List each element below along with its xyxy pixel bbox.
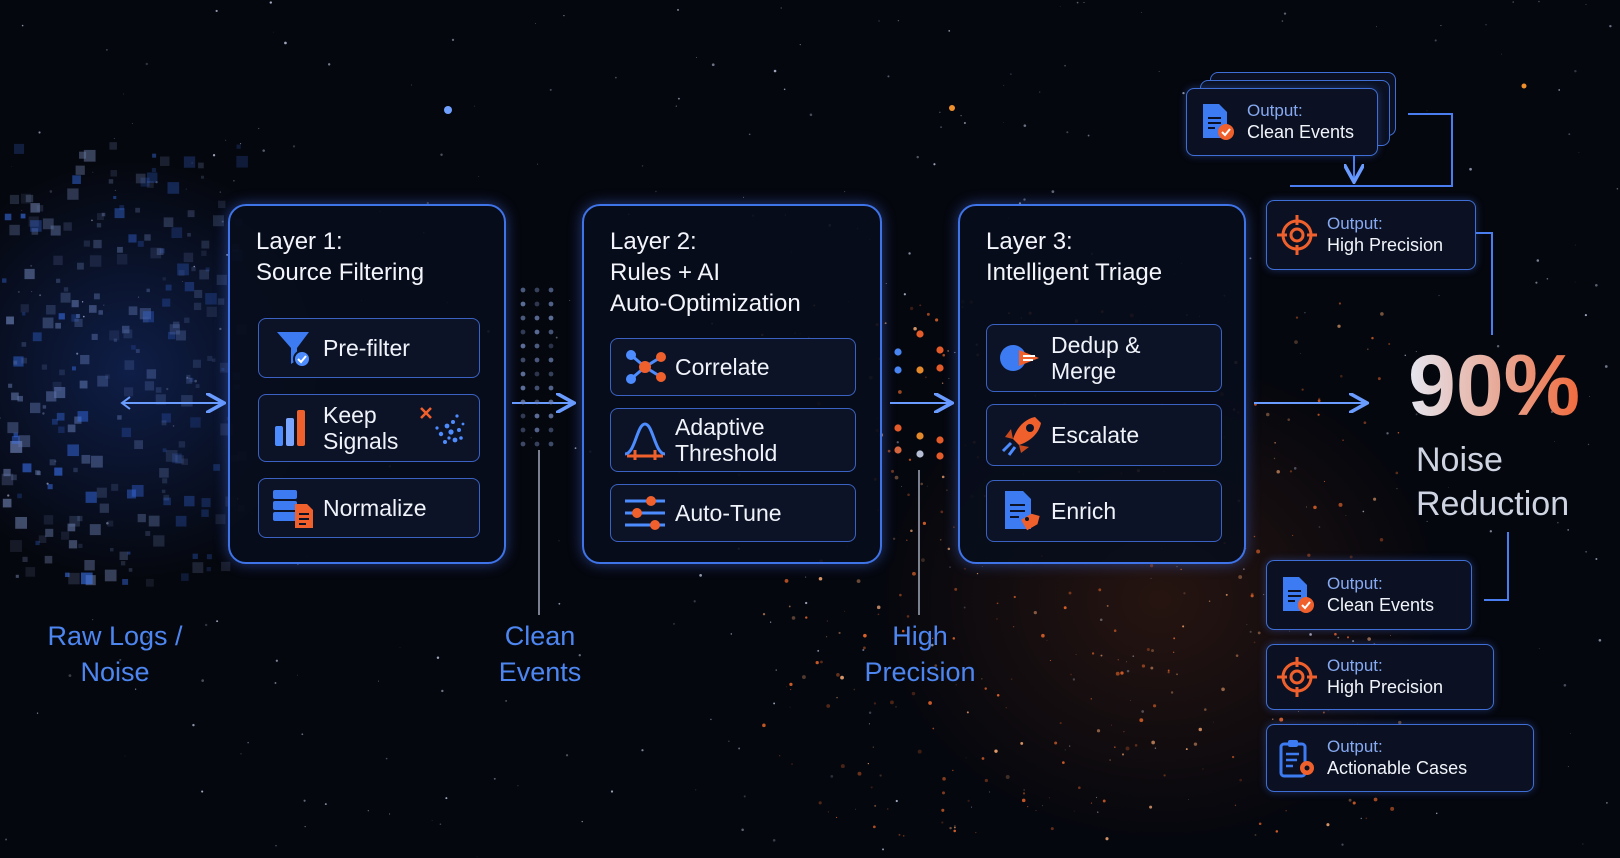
- output-clean-events-bottom[interactable]: Output:Clean Events: [1266, 560, 1472, 630]
- document-check-icon: [1203, 104, 1234, 140]
- rocket-icon: [1001, 417, 1041, 456]
- raw-logs-label: Raw Logs /Noise: [47, 621, 183, 687]
- bracket-top: [1290, 113, 1453, 187]
- dedup-merge-item[interactable]: Dedup & Merge: [986, 324, 1222, 392]
- layer-3-title: Layer 3:Intelligent Triage: [986, 228, 1163, 286]
- bracket-right-bottom: [1484, 532, 1509, 601]
- output-actionable-cases[interactable]: Output:Actionable Cases: [1266, 724, 1534, 792]
- bell-curve-icon: [624, 422, 666, 460]
- clipboard-gear-icon: [1279, 740, 1314, 778]
- network-nodes-icon: [626, 350, 666, 384]
- prefilter-item[interactable]: Pre-filter: [258, 318, 480, 378]
- output-high-precision-bottom[interactable]: Output:High Precision: [1266, 644, 1494, 710]
- layer-1-card: Layer 1:Source Filtering Pre-filter Keep…: [228, 204, 506, 564]
- document-tag-icon: [1005, 491, 1040, 531]
- auto-tune-item[interactable]: Auto-Tune: [610, 484, 856, 542]
- bracket-right-top: [1475, 232, 1493, 335]
- escalate-item[interactable]: Escalate: [986, 404, 1222, 466]
- target-icon: [1277, 657, 1317, 697]
- output-high-precision-top[interactable]: Output:High Precision: [1266, 200, 1476, 270]
- noise-reduction-percent: 90%: [1408, 338, 1581, 434]
- merge-icon: [1000, 345, 1039, 371]
- keep-signals-item[interactable]: Keep Signals: [258, 394, 480, 462]
- normalize-item[interactable]: Normalize: [258, 478, 480, 538]
- correlate-item[interactable]: Correlate: [610, 338, 856, 396]
- enrich-item[interactable]: Enrich: [986, 480, 1222, 542]
- target-icon: [1277, 215, 1317, 255]
- adaptive-threshold-item[interactable]: Adaptive Threshold: [610, 408, 856, 472]
- bar-chart-icon: [275, 410, 305, 446]
- layer-3-card: Layer 3:Intelligent Triage Dedup & Merge…: [958, 204, 1246, 564]
- noise-scatter-icon: [420, 407, 465, 444]
- sliders-icon: [625, 496, 665, 530]
- layer-1-title: Layer 1:Source Filtering: [256, 228, 425, 286]
- server-document-icon: [273, 490, 313, 528]
- document-check-icon: [1283, 577, 1314, 613]
- output-clean-events-top[interactable]: Output:Clean Events: [1186, 88, 1378, 156]
- funnel-icon: [277, 332, 311, 368]
